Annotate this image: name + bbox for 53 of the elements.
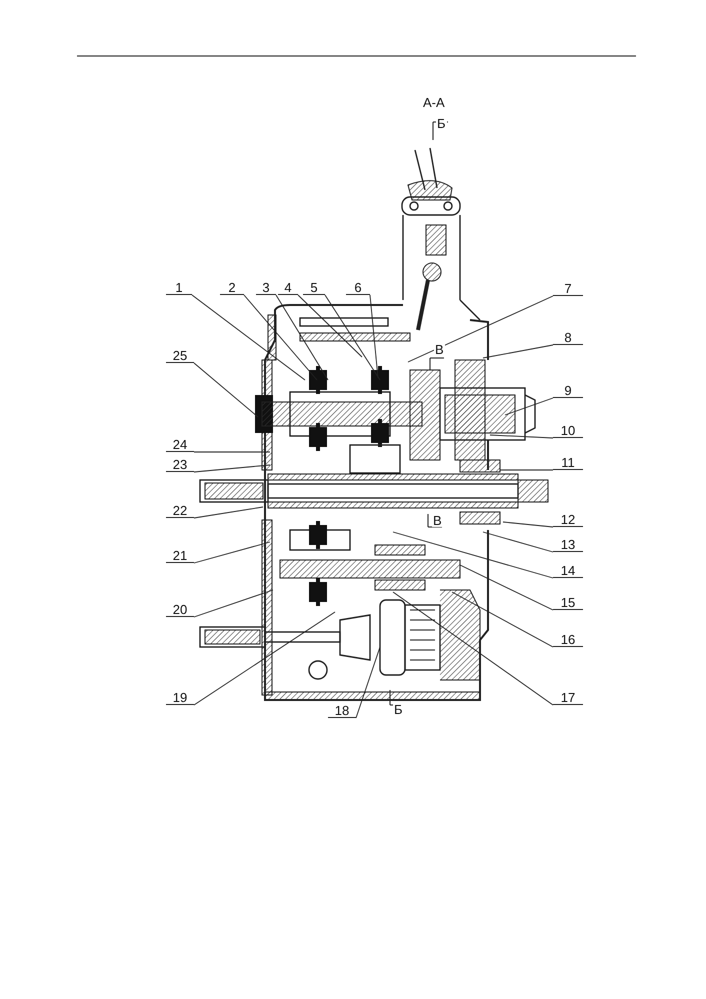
callout-number: 10 <box>553 424 583 438</box>
section-label: В <box>432 514 443 527</box>
callout-number: 19 <box>166 691 194 705</box>
callout-number: 21 <box>166 549 194 563</box>
callout-number: 12 <box>553 513 583 527</box>
leader-line <box>356 646 380 718</box>
callout-number: 20 <box>166 603 194 617</box>
leader-line <box>392 532 554 578</box>
leader-line <box>194 362 258 418</box>
callout-number: 1 <box>166 281 192 295</box>
callout-number: 11 <box>553 456 583 470</box>
leader-line <box>482 532 554 552</box>
callout-number: 2 <box>220 281 244 295</box>
callout-number: 25 <box>166 349 194 363</box>
leader-line <box>324 294 380 380</box>
callout-number: 16 <box>553 633 583 647</box>
callout-number: 9 <box>553 384 583 398</box>
section-label: Б <box>436 117 447 130</box>
section-label: А-А <box>422 96 446 109</box>
callout-number: 5 <box>303 281 325 295</box>
leader-line <box>392 592 554 706</box>
leader-line <box>194 612 336 706</box>
leader-line <box>482 344 554 358</box>
leader-line <box>502 522 554 528</box>
callout-number: 13 <box>553 538 583 552</box>
leader-line <box>192 294 306 380</box>
leader-line <box>460 564 554 610</box>
callout-number: 3 <box>256 281 276 295</box>
leader-line <box>194 590 274 618</box>
leader-line <box>490 434 554 438</box>
callout-number: 22 <box>166 504 194 518</box>
callout-number: 24 <box>166 438 194 452</box>
callout-number: 15 <box>553 596 583 610</box>
callout-number: 6 <box>346 281 370 295</box>
leader-line <box>298 294 362 358</box>
leader-line <box>408 296 554 362</box>
callout-number: 18 <box>328 704 356 718</box>
leader-line <box>194 542 270 564</box>
leader-line <box>244 294 318 380</box>
leader-line <box>276 294 328 380</box>
leader-line <box>504 398 554 416</box>
callout-number: 7 <box>553 282 583 296</box>
callout-number: 14 <box>553 564 583 578</box>
section-label: Б <box>393 703 404 716</box>
section-label: В <box>434 343 445 356</box>
leader-line <box>194 464 270 472</box>
callout-number: 23 <box>166 458 194 472</box>
callout-number: 8 <box>553 331 583 345</box>
leader-line <box>452 592 554 648</box>
leader-line <box>194 506 264 518</box>
callout-number: 17 <box>553 691 583 705</box>
leader-line <box>370 294 378 378</box>
callout-number: 4 <box>278 281 298 295</box>
